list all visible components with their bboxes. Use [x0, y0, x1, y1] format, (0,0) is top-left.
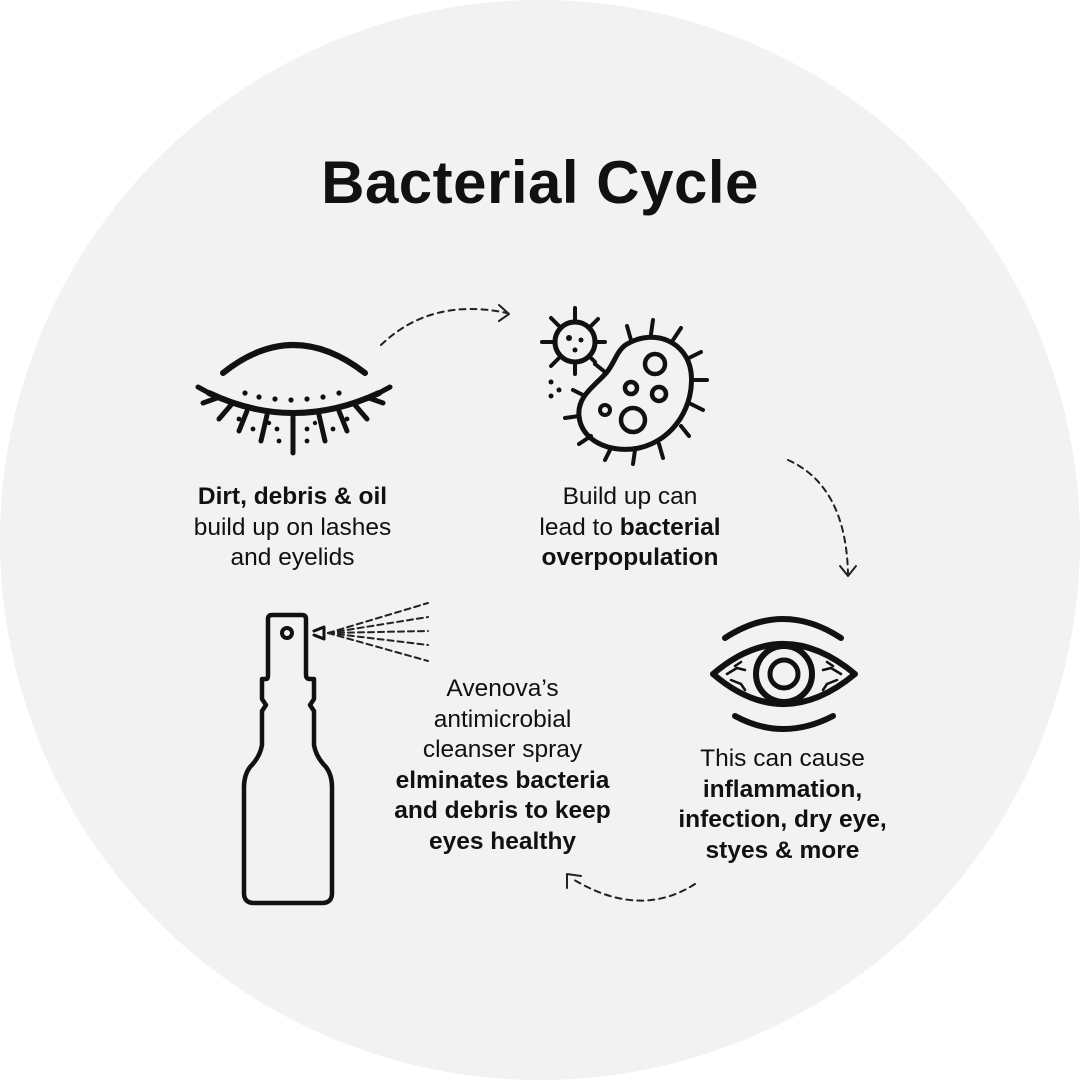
caption-text-bold: inflammation,: [702, 775, 863, 803]
caption-line: This can cause: [630, 744, 935, 775]
caption-line: cleanser spray: [355, 735, 650, 766]
caption-line: eyes healthy: [355, 827, 650, 858]
caption-line: lead to bacterial: [480, 513, 780, 544]
caption-text: build up on lashes: [193, 513, 392, 541]
caption-line: and debris to keep: [355, 796, 650, 827]
connector-arrow-1: [380, 304, 510, 346]
caption-line: overpopulation: [480, 543, 780, 574]
bacteria-icon: [540, 306, 709, 466]
caption-text: cleanser spray: [422, 736, 583, 763]
caption-line: Avenova’s: [355, 674, 650, 705]
step-caption-dirt-buildup: Dirt, debris & oil build up on lashes and …: [150, 482, 435, 574]
step-caption-cleanser-spray: Avenova’s antimicrobial cleanser spray elmi…: [355, 674, 650, 857]
caption-text-bold: bacterial: [619, 513, 721, 541]
caption-line: infection, dry eye,: [630, 805, 935, 836]
caption-text: and eyelids: [230, 544, 355, 571]
caption-text: Build up can: [562, 483, 698, 510]
caption-line: build up on lashes: [150, 513, 435, 544]
diagram-title: Bacterial Cycle: [321, 149, 759, 216]
caption-text-bold: overpopulation: [541, 544, 719, 571]
caption-line: Build up can: [480, 482, 780, 513]
irritated-eye-icon: [710, 616, 858, 732]
caption-line: elminates bacteria: [355, 766, 650, 797]
caption-text: This can cause: [700, 745, 865, 772]
caption-text-bold: elminates bacteria: [395, 766, 610, 794]
caption-line: and eyelids: [150, 543, 435, 574]
caption-line: Dirt, debris & oil: [150, 482, 435, 513]
spray-bottle-icon: [241, 602, 429, 906]
caption-text: antimicrobial: [433, 705, 572, 733]
caption-text-bold: Dirt, debris & oil: [197, 483, 388, 510]
caption-text: Avenova’s: [446, 675, 559, 702]
caption-text-bold: styes & more: [705, 836, 860, 864]
caption-line: styes & more: [630, 836, 935, 867]
caption-text-bold: infection, dry eye,: [678, 806, 887, 833]
caption-text-bold: eyes healthy: [428, 827, 577, 855]
caption-text-bold: and debris to keep: [394, 797, 611, 824]
connector-arrow-2: [787, 459, 857, 577]
step-caption-eye-conditions: This can cause inflammation, infection, dr…: [630, 744, 935, 866]
connector-arrow-3: [566, 873, 696, 902]
caption-line: inflammation,: [630, 775, 935, 806]
caption-text: lead to: [539, 513, 620, 541]
caption-line: antimicrobial: [355, 705, 650, 736]
closed-eye-lashes-icon: [195, 342, 393, 456]
